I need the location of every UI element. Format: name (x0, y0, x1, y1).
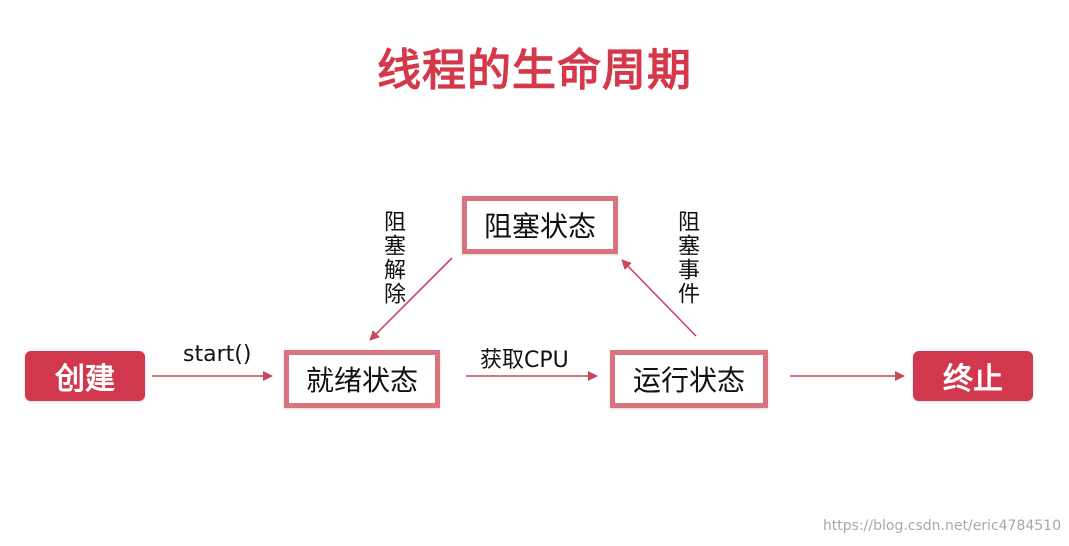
state-ready-label: 就绪状态 (305, 364, 418, 397)
state-running: 运行状态 (610, 350, 768, 408)
transition-label-block-event: 阻塞事件 (674, 210, 699, 306)
state-terminated: 终止 (913, 351, 1033, 401)
state-blocked: 阻塞状态 (462, 196, 618, 254)
state-create: 创建 (25, 351, 145, 401)
transition-label-get-cpu: 获取CPU (480, 348, 569, 373)
state-create-label: 创建 (55, 362, 115, 397)
state-ready: 就绪状态 (284, 350, 440, 408)
transition-label-start: start() (183, 342, 252, 367)
transition-label-unblock: 阻塞解除 (380, 210, 405, 306)
state-blocked-label: 阻塞状态 (483, 210, 596, 243)
state-running-label: 运行状态 (632, 364, 745, 397)
diagram-title: 线程的生命周期 (377, 45, 692, 96)
watermark: https://blog.csdn.net/eric4784510 (822, 518, 1061, 534)
arrow-blocked-to-ready (369, 257, 453, 341)
arrow-running-to-blocked (621, 259, 697, 337)
state-terminated-label: 终止 (943, 362, 1003, 397)
